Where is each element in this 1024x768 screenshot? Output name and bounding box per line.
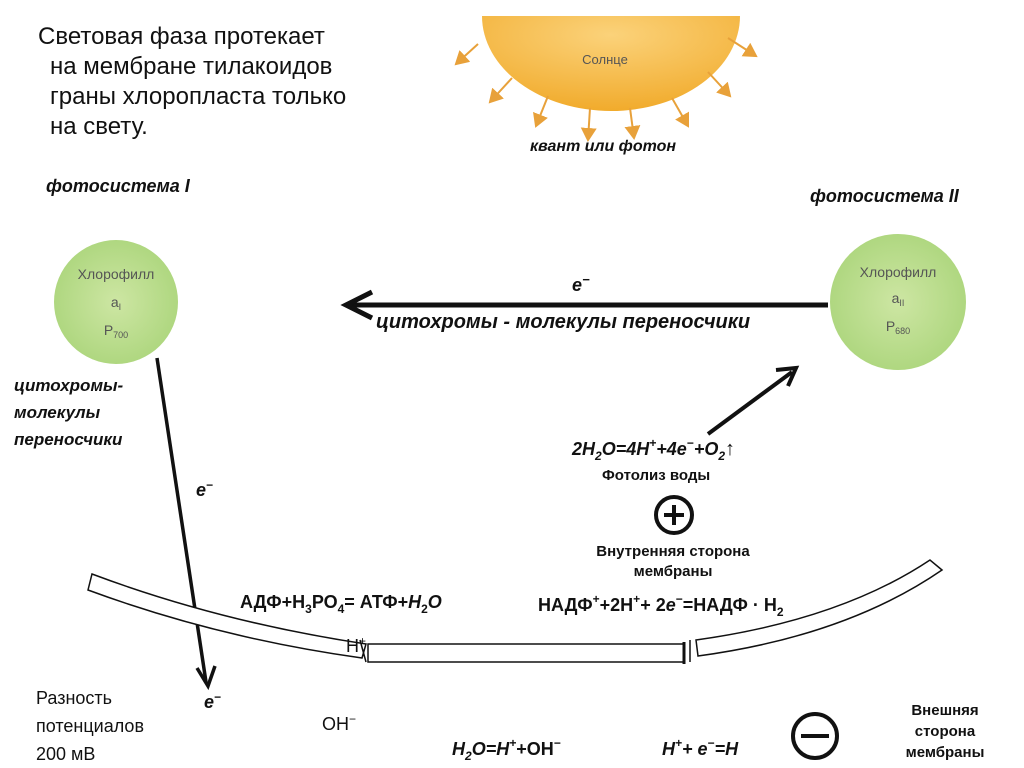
photolysis-arrow: [706, 365, 800, 436]
outer-side-line: мембраны: [905, 744, 985, 761]
intro-line: граны хлоропласта только: [50, 83, 347, 110]
ps2-line1: Хлорофилл: [859, 264, 937, 280]
ps1-title: фотосистема I: [46, 176, 190, 196]
ps2-title: фотосистема II: [810, 186, 959, 206]
potential-line: Разность: [36, 688, 113, 708]
ps1-line2: aI: [110, 294, 122, 312]
sun-rays: [454, 37, 758, 142]
electron-transfer-arrow: [340, 289, 828, 321]
potential-label: Разность потенциалов 200 мВ: [36, 684, 144, 768]
inner-side-line: Внутренняя сторона: [596, 543, 750, 560]
water-equation: H2O=H++OH−: [452, 736, 561, 763]
electron-mid: e−: [196, 478, 214, 500]
sun-label: Солнце: [582, 52, 628, 67]
oh-ion-label: OH−: [322, 712, 357, 734]
ps1-line1: Хлорофилл: [77, 266, 155, 282]
h-equation: H++ e−=H: [662, 736, 739, 759]
transfer-label: цитохромы - молекулы переносчики: [376, 311, 751, 333]
left-carriers-line: цитохромы-: [14, 376, 124, 395]
intro-line: на мембране тилакоидов: [50, 53, 333, 80]
sun-shape: [482, 16, 740, 111]
ps2-labels: Хлорофилл aII P680: [836, 262, 960, 352]
nadph-equation: НАДФ++2Н++ 2e−=НАДФ · Н2: [538, 592, 784, 619]
outer-side-line: Внешняя: [911, 702, 979, 719]
photolysis-equation: 2H2O=4H++4e−+O2↑: [572, 436, 736, 463]
inner-side-line: мембраны: [633, 563, 713, 580]
photolysis-caption: Фотолиз воды: [602, 467, 711, 484]
inner-side-label: Внутренняя сторона мембраны: [560, 542, 786, 582]
left-carriers-line: молекулы: [14, 403, 101, 422]
ps1-chlorophyll-shape: [54, 240, 178, 364]
intro-line: на свету.: [50, 113, 148, 140]
minus-sign-icon: [791, 712, 839, 760]
outer-side-label: Внешняя сторона мембраны: [890, 700, 1000, 763]
left-carriers: цитохромы- молекулы переносчики: [14, 372, 123, 453]
potential-line: потенциалов: [36, 716, 145, 736]
left-carriers-line: переносчики: [14, 430, 123, 449]
intro-line: Световая фаза протекает: [38, 23, 325, 50]
intro-text: Световая фаза протекает на мембране тила…: [38, 22, 418, 142]
atp-equation: АДФ+Н3РО4= АТФ+H2O: [240, 592, 442, 616]
plus-sign-icon: [654, 495, 694, 535]
outer-side-line: сторона: [914, 723, 976, 740]
ps2-line2: aII: [891, 290, 905, 308]
ps2-chlorophyll-shape: [830, 234, 966, 370]
electron-low: e−: [204, 690, 222, 712]
ps1-labels: Хлорофилл aI P700: [54, 262, 178, 352]
h-ion-label: H+: [346, 634, 367, 656]
transfer-electron: e−: [572, 272, 590, 295]
potential-line: 200 мВ: [36, 744, 96, 764]
ps1-down-arrow: [155, 357, 217, 691]
ps2-line3: P680: [885, 318, 911, 336]
ps1-line3: P700: [103, 322, 129, 340]
sun-caption: квант или фотон: [529, 138, 677, 155]
thylakoid-membrane: [87, 559, 944, 663]
